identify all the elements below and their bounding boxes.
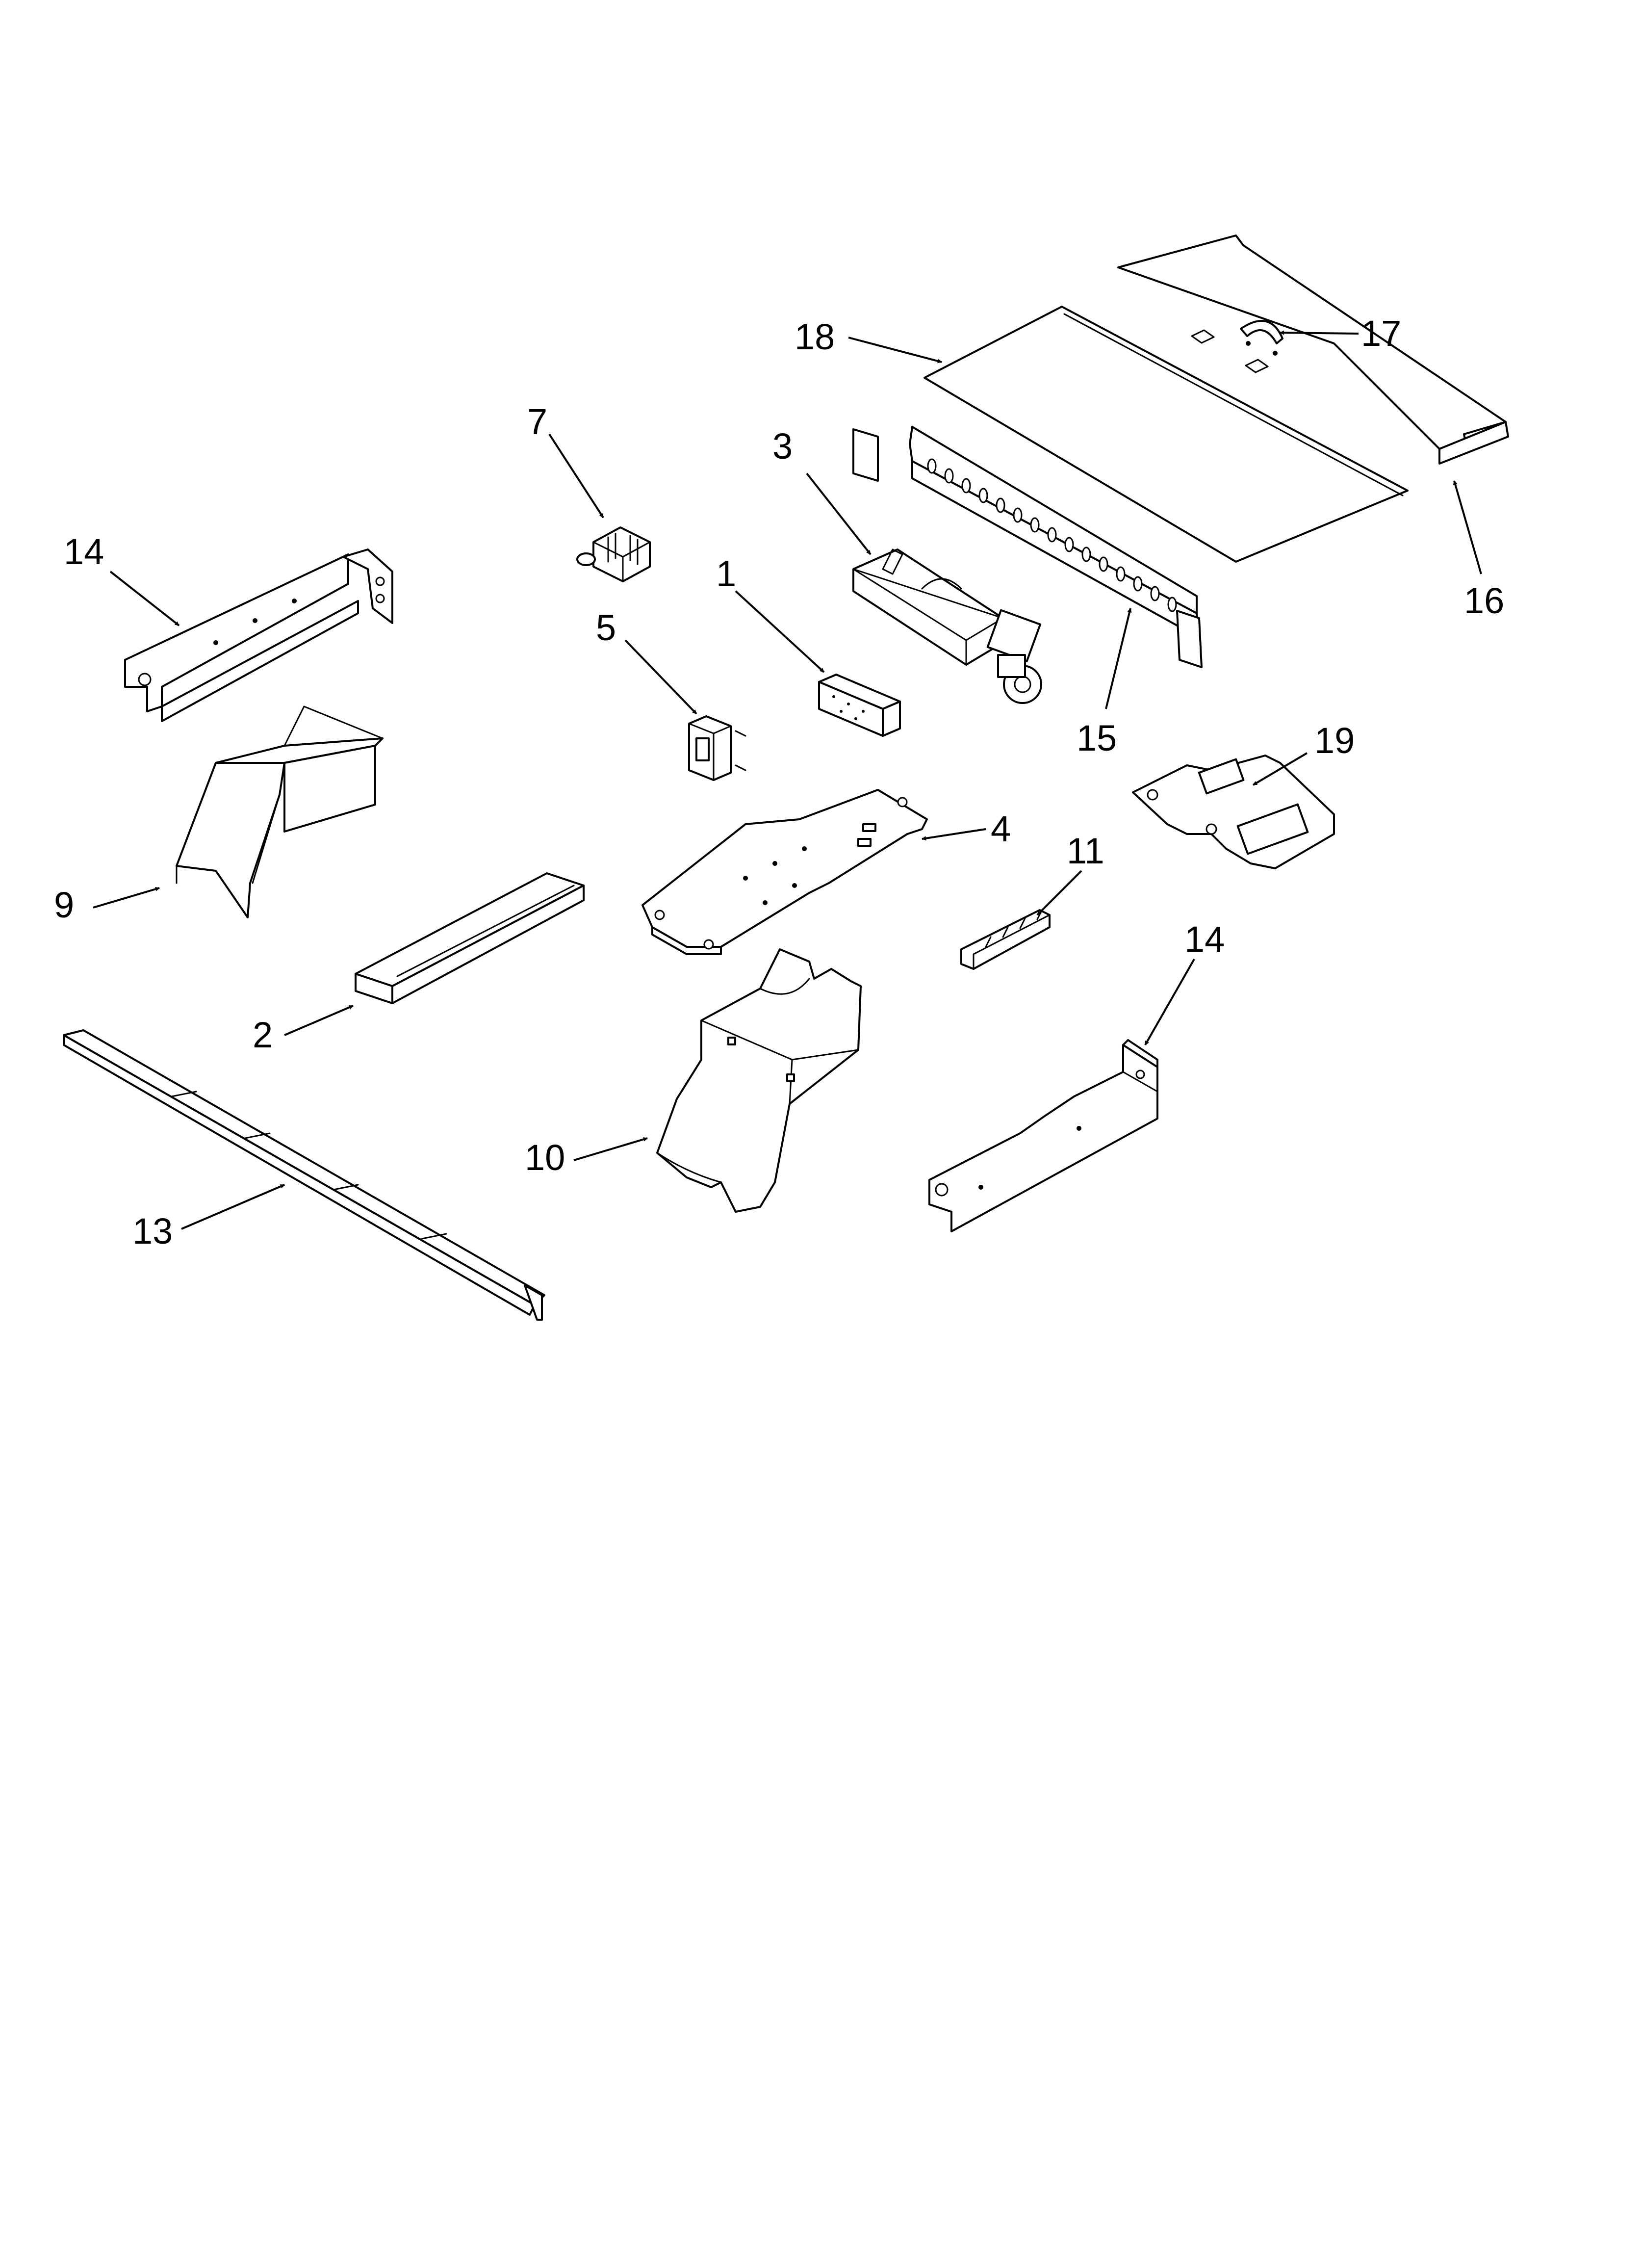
bracket-slots (927, 458, 1177, 612)
callout-3: 3 (772, 426, 793, 467)
part-2-channel (355, 872, 585, 1004)
leader-1 (735, 590, 825, 673)
leader-lines (93, 330, 1482, 1230)
callout-17: 17 (1361, 313, 1401, 354)
part-19-terminal-bracket (1132, 755, 1335, 869)
callout-19: 19 (1314, 720, 1355, 761)
callout-15: 15 (1077, 718, 1117, 758)
leader-4 (922, 828, 986, 841)
part-15-perforated-bracket (852, 426, 1203, 668)
part-18-shield-panel (924, 306, 1409, 563)
leader-15 (1105, 608, 1132, 709)
part-14-bracket-left (124, 548, 393, 722)
leader-16 (1453, 480, 1482, 574)
part-1-block (818, 674, 901, 737)
leader-3 (806, 472, 872, 555)
callout-16: 16 (1464, 580, 1504, 621)
leader-7 (548, 433, 604, 519)
part-13-long-rail (63, 1029, 545, 1321)
part-9-duct (176, 705, 384, 918)
callout-11: 11 (1067, 831, 1104, 871)
leader-14a (109, 571, 180, 626)
part-10-u-duct (656, 948, 862, 1213)
leader-18 (848, 337, 942, 364)
part-11-terminal-block (960, 909, 1051, 970)
callout-13: 13 (132, 1211, 173, 1251)
callout-labels: 18 17 16 7 3 14 1 5 15 19 4 9 11 14 2 10… (54, 313, 1504, 1251)
callout-9: 9 (54, 885, 74, 925)
part-17-clip (1240, 320, 1283, 356)
leader-10 (573, 1137, 648, 1161)
callout-1: 1 (716, 553, 736, 594)
callout-2: 2 (253, 1015, 273, 1055)
part-7-transformer (576, 526, 651, 582)
callout-10: 10 (525, 1137, 565, 1178)
part-4-mounting-plate (641, 789, 928, 955)
leader-19 (1252, 752, 1308, 786)
leader-9 (93, 886, 160, 909)
part-14-bracket-right (928, 1039, 1158, 1232)
part-3-latch-assembly (852, 548, 1042, 704)
leader-2 (284, 1005, 354, 1036)
part-16-top-panel (1117, 235, 1509, 465)
leader-13 (181, 1184, 285, 1230)
callout-14-upper: 14 (64, 531, 104, 572)
callout-5: 5 (596, 607, 616, 648)
leader-5 (624, 639, 697, 715)
callout-7: 7 (527, 401, 547, 442)
callout-18: 18 (795, 316, 835, 357)
callout-14-lower: 14 (1184, 919, 1225, 960)
leader-14b (1144, 959, 1195, 1045)
callout-4: 4 (991, 808, 1011, 849)
leader-11 (1036, 870, 1082, 916)
leader-17 (1280, 330, 1359, 335)
part-5-switch (688, 715, 746, 781)
